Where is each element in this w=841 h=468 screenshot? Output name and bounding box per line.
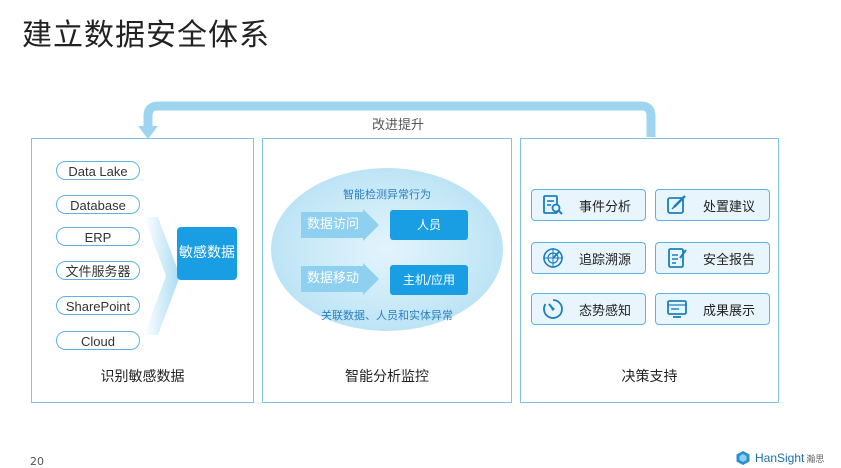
source-sharepoint: SharePoint [56, 296, 140, 315]
flow-target-host-app: 主机/应用 [390, 265, 468, 295]
sensitive-data-box: 敏感数据 [177, 227, 237, 280]
tile-disposal-advice: 处置建议 [655, 189, 770, 221]
identify-panel: Data Lake Database ERP 文件服务器 SharePoint … [31, 138, 254, 403]
hexagon-logo-icon [736, 451, 750, 465]
right-arrow-icon [301, 263, 379, 295]
loop-label: 改进提升 [372, 118, 425, 133]
source-file-server: 文件服务器 [56, 261, 140, 280]
funnel-chevron [144, 217, 180, 335]
tile-results-display: 成果展示 [655, 293, 770, 325]
tile-label: 处置建议 [702, 199, 755, 215]
decision-caption: 决策支持 [621, 369, 678, 385]
flow-arrow-access: 数据访问 [301, 209, 379, 241]
source-cloud: Cloud [56, 331, 140, 350]
radar-icon [543, 248, 563, 268]
flow-arrow-movement: 数据移动 [301, 263, 379, 295]
analysis-ellipse [271, 168, 503, 331]
analysis-caption: 智能分析监控 [345, 369, 429, 385]
flow-action-movement: 数据移动 [307, 271, 360, 286]
tile-trace-source: 追踪溯源 [531, 242, 646, 274]
right-arrow-icon [301, 209, 379, 241]
correlate-text: 关联数据、人员和实体异常 [321, 309, 453, 322]
tile-security-report: 安全报告 [655, 242, 770, 274]
source-data-lake: Data Lake [56, 161, 140, 180]
tile-label: 安全报告 [702, 252, 755, 268]
decision-panel: 事件分析 处置建议 追踪溯源 安全报告 [520, 138, 779, 403]
page-number: 20 [30, 455, 44, 468]
report-icon [668, 248, 687, 268]
flow-target-people: 人员 [390, 210, 468, 240]
tile-label: 成果展示 [702, 303, 755, 319]
source-erp: ERP [56, 227, 140, 246]
flow-action-access: 数据访问 [307, 217, 360, 232]
hansight-logo: HanSight 瀚思 [735, 449, 824, 467]
brand-name-cn: 瀚思 [806, 454, 825, 465]
analysis-panel: 智能检测异常行为 数据访问 人员 数据移动 主机/应用 关联数据、人员和实体异常… [262, 138, 512, 403]
identify-caption: 识别敏感数据 [100, 369, 185, 385]
source-database: Database [56, 195, 140, 214]
page-title: 建立数据安全体系 [22, 18, 270, 53]
brand-name: HanSight [755, 451, 805, 465]
tile-situation-awareness: 态势感知 [531, 293, 646, 325]
tile-label: 事件分析 [578, 199, 631, 215]
edit-icon [667, 195, 686, 214]
gauge-icon [543, 299, 563, 319]
search-doc-icon [543, 195, 563, 215]
display-icon [667, 300, 687, 318]
tile-event-analysis: 事件分析 [531, 189, 646, 221]
detect-anomaly-text: 智能检测异常行为 [343, 188, 431, 201]
tile-label: 态势感知 [578, 303, 631, 319]
tile-label: 追踪溯源 [578, 252, 631, 268]
